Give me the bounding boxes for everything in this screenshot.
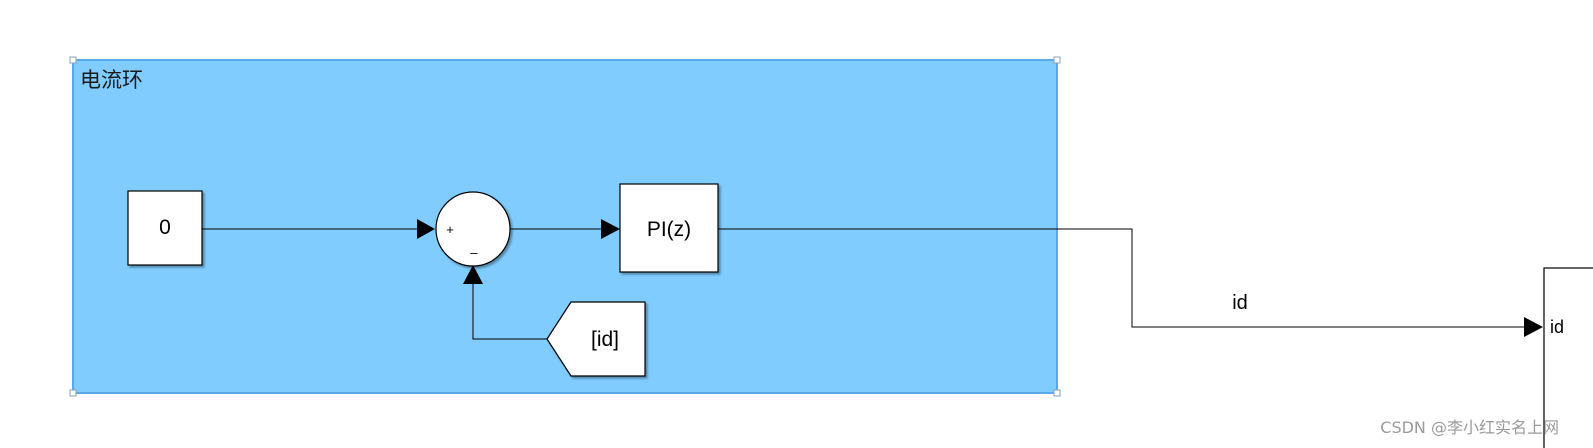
constant-value: 0: [159, 216, 171, 239]
subsystem-block[interactable]: id: [1543, 267, 1593, 448]
arrowhead-subsystem-input-id: [1524, 317, 1543, 337]
sum-block[interactable]: + –: [435, 191, 511, 267]
pi-controller-label: PI(z): [647, 218, 691, 241]
area-resize-handle-top-left[interactable]: [69, 56, 77, 64]
line-from-id-to-sum[interactable]: [472, 282, 547, 340]
subsystem-input-port-label: id: [1550, 317, 1564, 337]
area-resize-handle-bottom-left[interactable]: [69, 389, 77, 397]
area-title: 电流环: [80, 68, 143, 92]
arrowhead-sum-input-minus: [463, 265, 483, 284]
signal-label-id[interactable]: id: [1232, 292, 1248, 314]
sum-plus-sign: +: [446, 222, 454, 237]
constant-block[interactable]: 0: [127, 190, 203, 266]
sum-minus-sign: –: [470, 245, 478, 260]
pi-controller-block[interactable]: PI(z): [619, 183, 719, 273]
from-block-label: [id]: [591, 328, 619, 351]
line-pi-to-subsystem-id[interactable]: [718, 228, 1526, 328]
arrowhead-sum-input-plus: [417, 219, 435, 239]
area-resize-handle-top-right[interactable]: [1053, 56, 1061, 64]
watermark: CSDN @李小红实名上网: [1380, 418, 1559, 437]
area-resize-handle-bottom-right[interactable]: [1053, 389, 1061, 397]
from-block-id[interactable]: [id]: [546, 301, 646, 377]
signal-lines: [202, 219, 1543, 340]
arrowhead-pi-input: [601, 219, 620, 239]
